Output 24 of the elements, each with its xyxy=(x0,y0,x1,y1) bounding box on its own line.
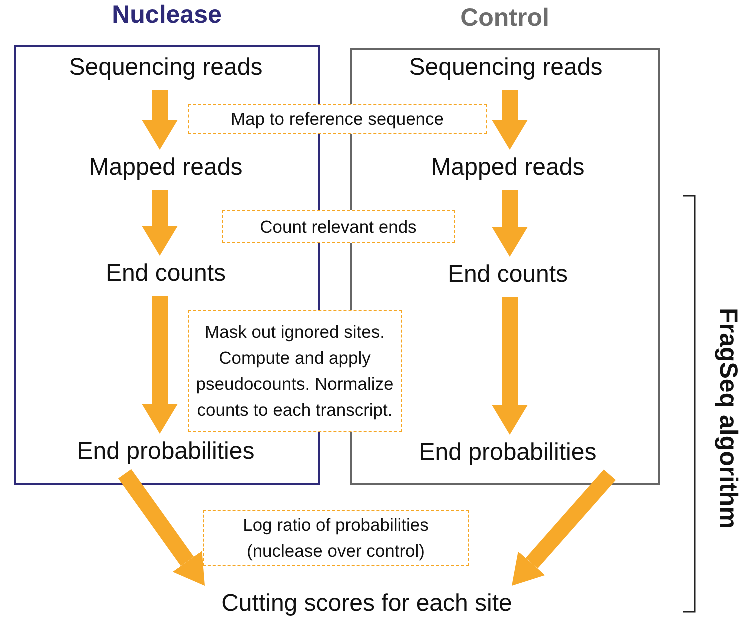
group-heading: Control xyxy=(460,4,550,33)
arrow xyxy=(492,90,528,150)
step-label: Mapped reads xyxy=(363,152,653,184)
step-label: Cutting scores for each site xyxy=(137,588,597,620)
arrow xyxy=(142,296,178,434)
step-note-box: Mask out ignored sites. Compute and apply pseudocounts. Normalize counts to each transcript. xyxy=(188,310,402,432)
arrow xyxy=(492,297,528,435)
step-label: End probabilities xyxy=(363,437,653,469)
arrow xyxy=(512,470,616,586)
step-note-box: Map to reference sequence xyxy=(188,104,487,134)
step-note-box: Count relevant ends xyxy=(222,210,455,243)
step-label: Sequencing reads xyxy=(361,52,651,84)
step-label: Mapped reads xyxy=(21,152,311,184)
step-label: Sequencing reads xyxy=(21,52,311,84)
step-label: End counts xyxy=(363,259,653,291)
arrow xyxy=(142,190,178,256)
arrow xyxy=(492,190,528,257)
arrow xyxy=(118,469,205,586)
step-note-box: Log ratio of probabilities (nuclease over control) xyxy=(203,510,469,566)
group-heading: Nuclease xyxy=(111,1,223,30)
step-label: End counts xyxy=(21,258,311,290)
side-label: FragSeq algorithm xyxy=(714,307,742,531)
arrow xyxy=(142,90,178,150)
step-label: End probabilities xyxy=(21,436,311,468)
